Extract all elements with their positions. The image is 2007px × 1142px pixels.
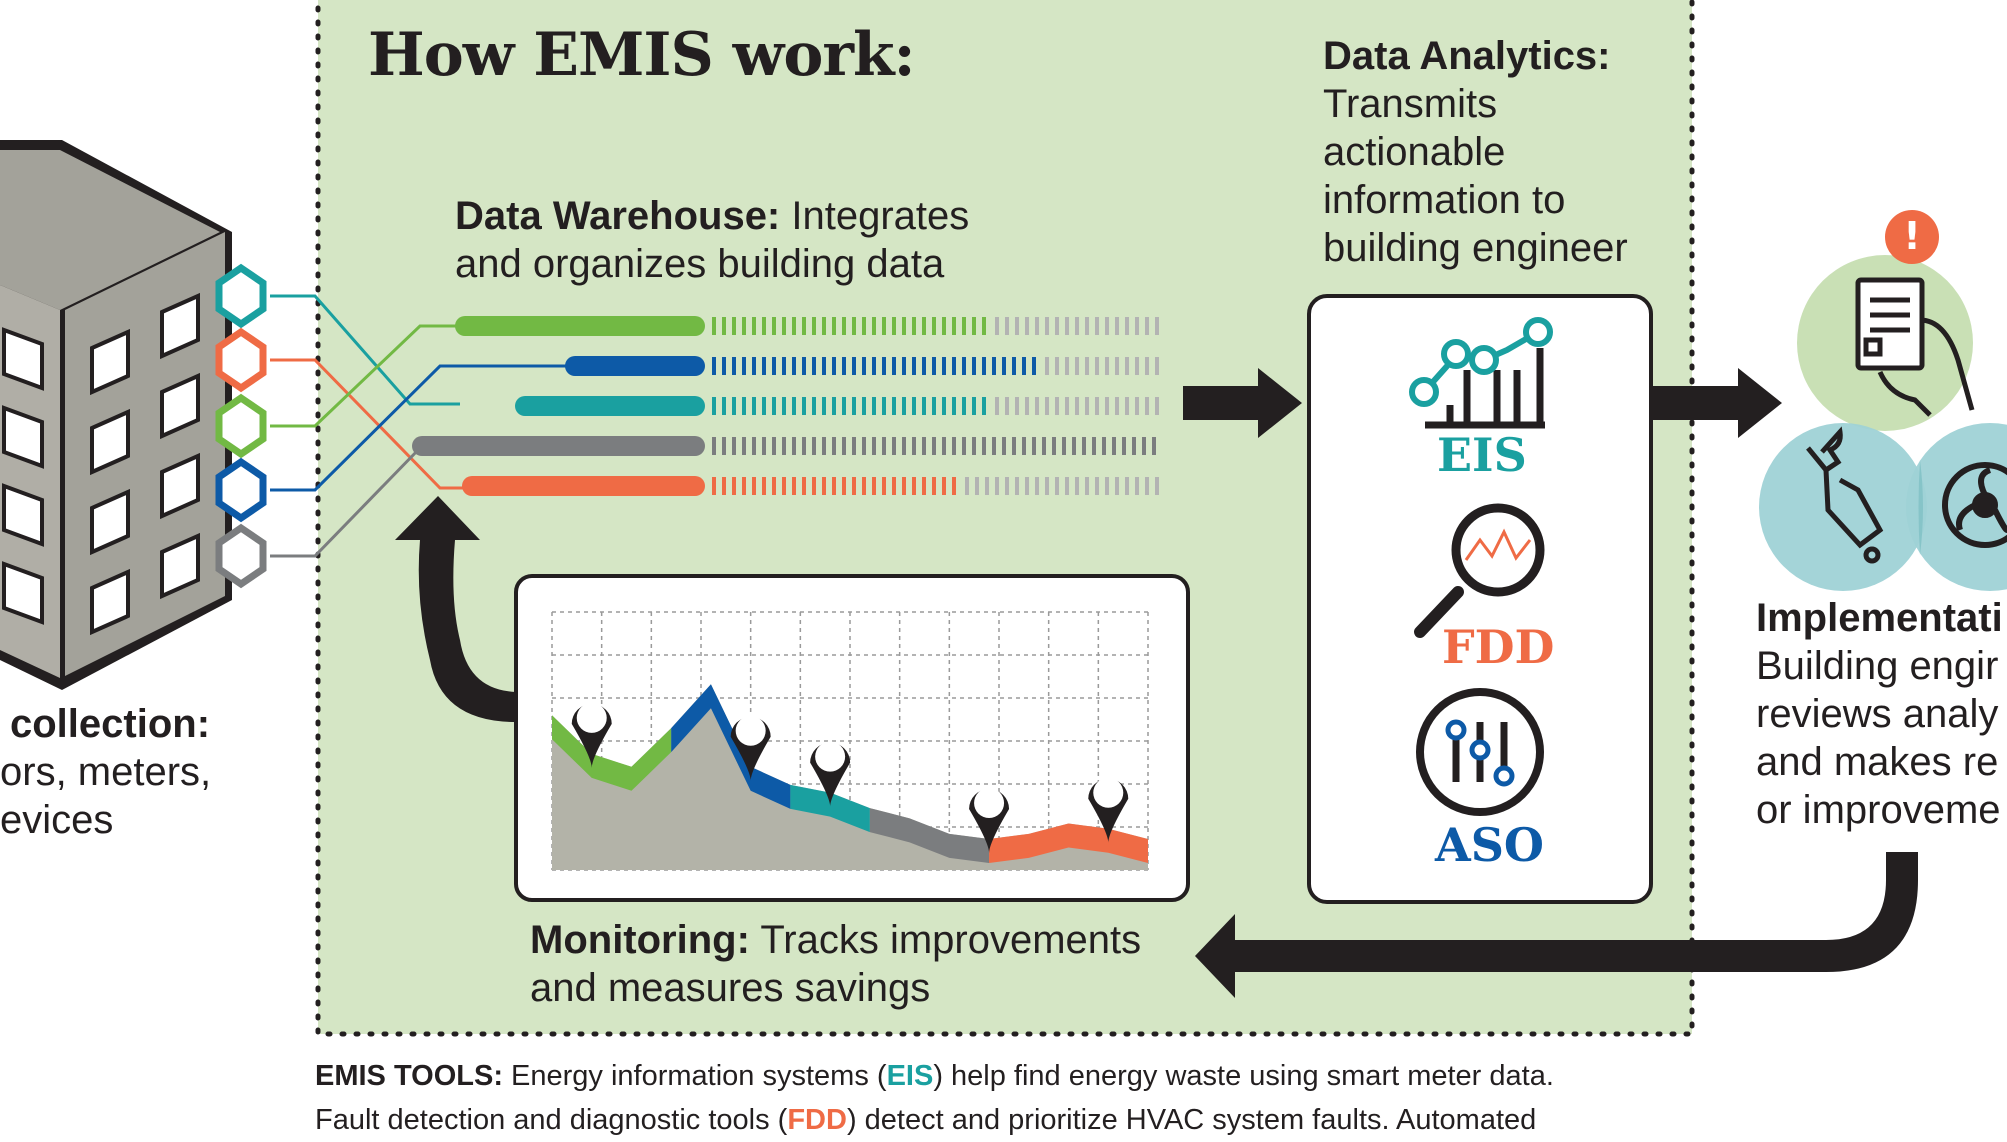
map-pin-icon xyxy=(730,715,771,781)
monitoring-text-b: and measures savings xyxy=(530,966,931,1010)
data-warehouse-label: Data Warehouse: Integrates and organizes… xyxy=(455,192,969,288)
alert-icon xyxy=(1885,210,1939,264)
blue-sensor-icon xyxy=(215,457,267,523)
building-icon xyxy=(0,140,232,690)
alert-mark: ! xyxy=(1903,214,1921,258)
monitoring-text-a: Tracks improvements xyxy=(749,918,1142,962)
data-analytics-line: building engineer xyxy=(1323,226,1628,270)
data-warehouse-text-a: Integrates xyxy=(780,194,970,238)
arrow-to-analytics-icon xyxy=(1183,368,1302,438)
implementation-circle-left xyxy=(1759,423,1927,591)
checklist-hand-icon xyxy=(1855,277,1975,417)
map-pin-icon xyxy=(969,788,1010,854)
footer-line-2: Fault detection and diagnostic tools (FD… xyxy=(315,1098,1536,1142)
gray-sensor-icon xyxy=(215,523,267,589)
chart-series-segment-teal xyxy=(790,784,870,833)
fan-icon xyxy=(1942,462,2007,548)
monitoring-chart-pins xyxy=(571,702,1129,854)
implementation-line: and makes re xyxy=(1756,740,1999,784)
sensor-hexagons xyxy=(215,263,267,589)
data-analytics-line: information to xyxy=(1323,178,1566,222)
footer-line-1: EMIS TOOLS: Energy information systems (… xyxy=(315,1054,1554,1098)
fdd-magnifier-icon xyxy=(1414,503,1545,638)
footer-eis: EIS xyxy=(886,1060,934,1092)
data-warehouse-bars xyxy=(412,316,1160,496)
data-collection-heading: collection: xyxy=(10,702,211,746)
monitoring-label: Monitoring: Tracks improvements and meas… xyxy=(530,916,1141,1012)
arrow-to-implementation-icon xyxy=(1620,368,1782,438)
monitoring-heading: Monitoring: xyxy=(530,918,750,962)
implementation-line: or improveme xyxy=(1756,788,2001,832)
data-analytics-line: Transmits xyxy=(1323,82,1498,126)
data-collection-line-1: ors, meters, xyxy=(0,750,212,794)
footer-line-2-b: ) detect and prioritize HVAC system faul… xyxy=(846,1104,1537,1136)
map-pin-icon xyxy=(810,741,851,807)
aso-label: ASO xyxy=(1435,818,1544,872)
data-warehouse-text-b: and organizes building data xyxy=(455,242,945,286)
footer-line-1-a: Energy information systems ( xyxy=(502,1060,887,1092)
chart-area-fill xyxy=(552,684,1148,870)
sensor-lines xyxy=(270,294,570,558)
map-pin-icon xyxy=(571,702,612,768)
implementation-line: reviews analy xyxy=(1756,692,1999,736)
data-collection-label: collection: ors, meters, evices xyxy=(0,700,211,844)
footer-heading: EMIS TOOLS: xyxy=(315,1060,503,1092)
data-analytics-line: actionable xyxy=(1323,130,1506,174)
analytics-box xyxy=(1307,294,1653,904)
monitoring-chart-area xyxy=(552,684,1148,870)
footer-line-1-b: ) help find energy waste using smart met… xyxy=(933,1060,1554,1092)
arrow-to-monitoring-icon xyxy=(1195,852,1918,998)
orange-sensor-icon xyxy=(215,327,267,393)
green-sensor-icon xyxy=(215,393,267,459)
chart-series-segment-gray xyxy=(869,808,990,864)
implementation-line: Building engir xyxy=(1756,644,1999,688)
data-analytics-label: Data Analytics: Transmits actionable inf… xyxy=(1323,32,1628,272)
chart-series-segment-blue xyxy=(671,684,791,809)
fdd-label: FDD xyxy=(1442,620,1555,674)
implementation-label: Implementati Building engir reviews anal… xyxy=(1756,594,2003,834)
teal-sensor-icon xyxy=(215,263,267,329)
map-pin-icon xyxy=(1088,777,1129,843)
arrow-to-warehouse-icon xyxy=(395,496,516,765)
page-title: How EMIS work: xyxy=(368,20,916,90)
chart-series-segment-green xyxy=(552,715,672,791)
data-warehouse-heading: Data Warehouse: xyxy=(455,194,781,238)
wrench-hand-icon xyxy=(1806,426,1884,564)
aso-sliders-icon xyxy=(1416,688,1544,816)
footer-line-2-a: Fault detection and diagnostic tools ( xyxy=(315,1104,788,1136)
implementation-heading: Implementati xyxy=(1756,596,2003,640)
eis-chart-icon xyxy=(1409,317,1553,429)
eis-label: EIS xyxy=(1437,428,1527,482)
data-analytics-heading: Data Analytics: xyxy=(1323,34,1611,78)
data-collection-line-2: evices xyxy=(0,798,114,842)
footer-fdd: FDD xyxy=(787,1104,847,1136)
